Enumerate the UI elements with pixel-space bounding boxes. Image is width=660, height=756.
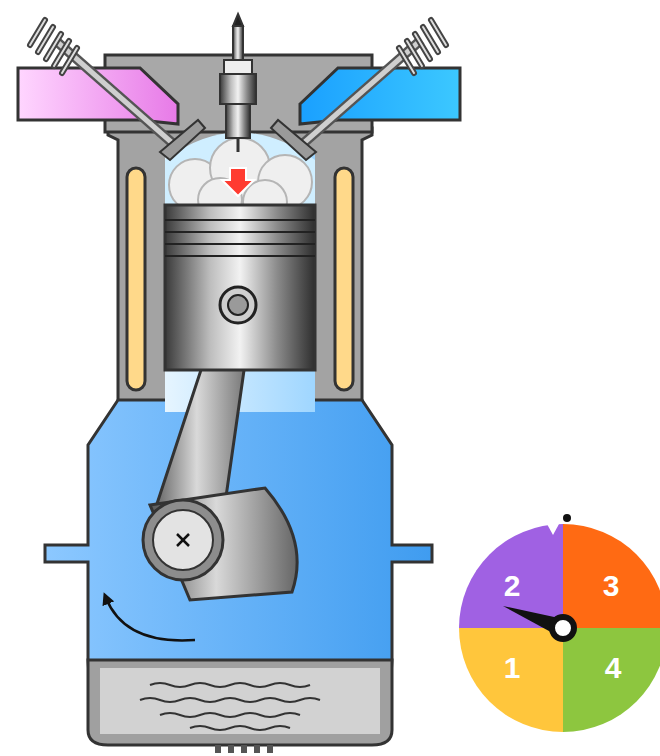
dial-hub (552, 617, 574, 639)
sector-fill (563, 628, 660, 732)
sector-fill (459, 524, 563, 628)
dial-notch (547, 524, 559, 535)
dial-sector: 2 (459, 524, 563, 628)
stroke-number: 1 (504, 653, 521, 683)
dial-sector: 4 (563, 628, 660, 732)
dial-dot (563, 514, 571, 522)
stroke-number: 2 (504, 571, 521, 601)
dial-sector: 3 (563, 524, 660, 628)
dial-sector: 1 (459, 628, 563, 732)
stroke-number: 4 (605, 653, 622, 683)
sector-fill (563, 524, 660, 628)
stroke-number: 3 (603, 571, 620, 601)
sector-fill (459, 628, 563, 732)
